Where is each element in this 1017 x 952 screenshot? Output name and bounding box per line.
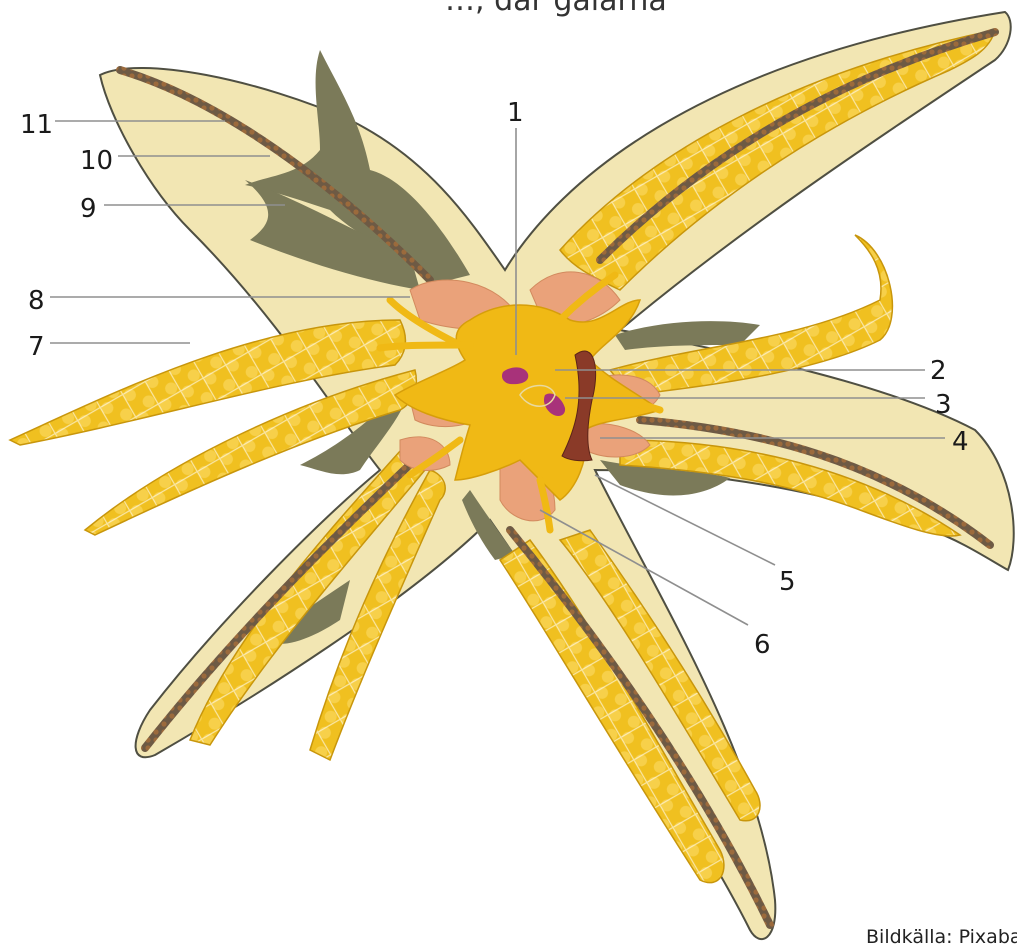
image-credit: Bildkälla: Pixaba [866, 926, 1017, 948]
label-11: 11 [20, 110, 53, 140]
label-5: 5 [779, 567, 796, 597]
label-2: 2 [930, 356, 947, 386]
label-9: 9 [80, 194, 97, 224]
top-caption: …, där gälarna [445, 0, 667, 18]
label-1: 1 [507, 98, 524, 128]
label-7: 7 [28, 332, 45, 362]
label-4: 4 [952, 427, 969, 457]
label-8: 8 [28, 286, 45, 316]
label-6: 6 [754, 630, 771, 660]
label-3: 3 [935, 390, 952, 420]
label-10: 10 [80, 146, 113, 176]
